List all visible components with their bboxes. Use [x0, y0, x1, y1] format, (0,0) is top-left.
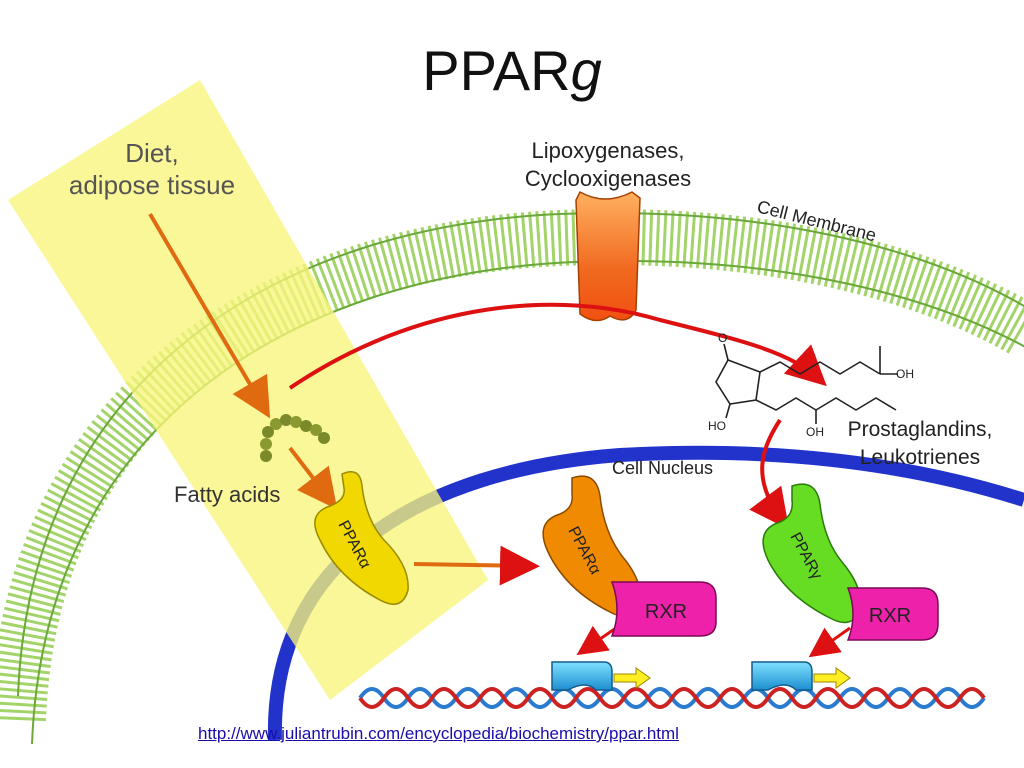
cell-nucleus-label: Cell Nucleus	[612, 458, 713, 478]
page-title: PPARg	[0, 38, 1024, 103]
source-link[interactable]: http://www.juliantrubin.com/encyclopedia…	[198, 724, 679, 743]
chem-ho-left-label: HO	[708, 419, 726, 433]
page-title-italic: g	[570, 39, 602, 102]
enzymes-label-line1: Lipoxygenases,	[532, 138, 685, 163]
rxr-protein-1	[610, 581, 717, 637]
chem-oh-bottom-label: OH	[806, 425, 824, 439]
cell-membrane	[0, 208, 1024, 745]
arrow-ppar-into-nucleus	[413, 545, 540, 586]
arrow-prostaglandin-to-ppar-gamma	[749, 418, 790, 530]
transcription-complex-2	[751, 661, 851, 691]
dna-helix	[358, 687, 986, 709]
arrow-membrane-to-prostaglandin	[288, 302, 827, 390]
chem-oh-top-label: OH	[896, 367, 914, 381]
enzymes-label-line2: Cyclooxigenases	[525, 166, 691, 191]
fatty-acids-label: Fatty acids	[174, 482, 280, 507]
rxr-protein-2	[846, 587, 939, 641]
ppar-alpha-receptor-outside	[314, 471, 409, 605]
fatty-acid-beads	[260, 414, 330, 462]
prostaglandins-label-line1: Prostaglandins,	[848, 418, 993, 441]
enzyme-channel	[575, 190, 641, 322]
chem-o-label: O	[718, 331, 727, 345]
rxr-label-1: RXR	[645, 601, 687, 623]
arrow-rxr1-to-dna	[576, 625, 617, 656]
rxr-label-2: RXR	[869, 605, 911, 627]
prostaglandins-label-line2: Leukotrienes	[860, 446, 980, 469]
diet-label-line2: adipose tissue	[69, 170, 235, 200]
ppar-gamma-receptor	[762, 483, 862, 624]
arrow-fatty-acids-to-ppar	[288, 446, 338, 510]
transcription-complex-1	[551, 661, 651, 691]
page-title-main: PPAR	[422, 39, 571, 102]
prostaglandin-structure	[715, 343, 898, 424]
diet-label-line1: Diet,	[125, 138, 178, 168]
arrow-diet-to-fatty-acids	[148, 212, 271, 419]
arrow-rxr2-to-dna	[808, 626, 851, 658]
